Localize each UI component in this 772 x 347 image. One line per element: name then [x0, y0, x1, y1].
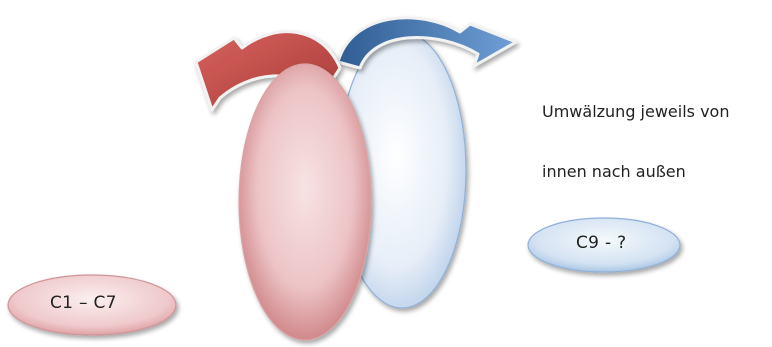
note-line-1: Umwälzung jeweils von	[542, 102, 729, 121]
note-line-2: innen nach außen	[542, 162, 686, 181]
red-ellipse	[239, 64, 371, 340]
right-ellipse-label: C9 - ?	[576, 233, 626, 253]
left-ellipse-label: C1 – C7	[50, 293, 117, 313]
